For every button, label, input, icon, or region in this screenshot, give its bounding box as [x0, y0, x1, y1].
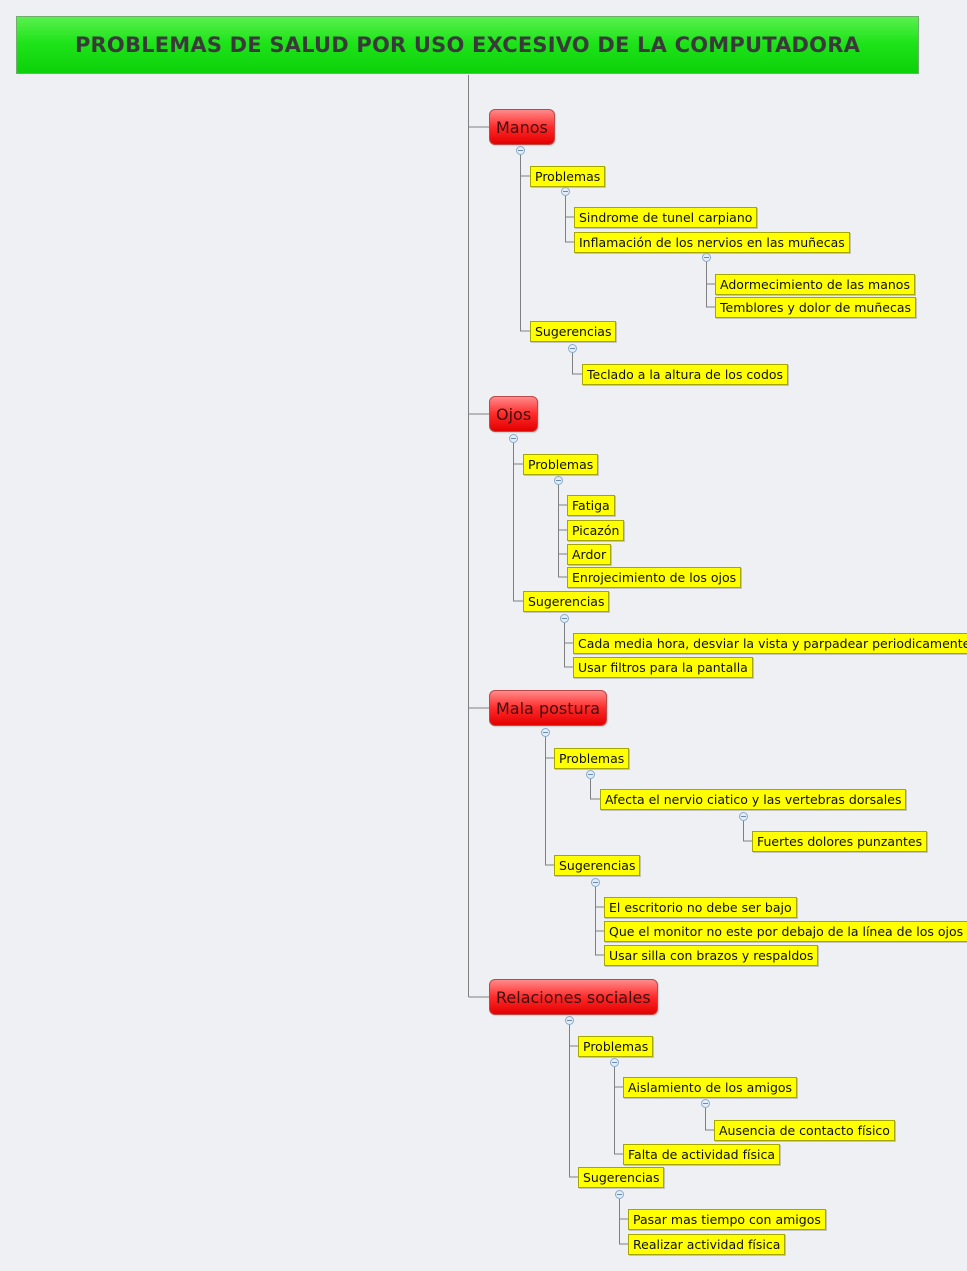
node-relaciones-sugerencias[interactable]: Sugerencias: [578, 1167, 665, 1188]
node-postura-sub-1[interactable]: Fuertes dolores punzantes: [752, 831, 928, 852]
collapse-icon[interactable]: [701, 1099, 710, 1108]
node-label: Inflamación de los nervios en las muñeca…: [579, 235, 845, 250]
collapse-icon[interactable]: [615, 1190, 624, 1199]
node-label: Realizar actividad física: [633, 1237, 781, 1252]
collapse-icon[interactable]: [591, 878, 600, 887]
node-label: Pasar mas tiempo con amigos: [633, 1212, 821, 1227]
node-label: Ausencia de contacto físico: [719, 1123, 890, 1138]
central-topic[interactable]: PROBLEMAS DE SALUD POR USO EXCESIVO DE L…: [16, 16, 919, 74]
node-label: Sugerencias: [528, 594, 605, 609]
collapse-icon[interactable]: [586, 770, 595, 779]
node-label: El escritorio no debe ser bajo: [609, 900, 792, 915]
node-postura-problema-1[interactable]: Afecta el nervio ciatico y las vertebras…: [600, 789, 907, 810]
collapse-icon[interactable]: [541, 728, 550, 737]
node-postura-sugerencia-3[interactable]: Usar silla con brazos y respaldos: [604, 945, 819, 966]
node-manos-sub-2[interactable]: Temblores y dolor de muñecas: [715, 297, 917, 318]
topic-label: Manos: [496, 117, 548, 137]
collapse-icon[interactable]: [516, 146, 525, 155]
collapse-icon[interactable]: [561, 187, 570, 196]
collapse-icon[interactable]: [702, 253, 711, 262]
node-label: Aislamiento de los amigos: [628, 1080, 793, 1095]
node-label: Sugerencias: [535, 324, 612, 339]
node-relaciones-problema-1[interactable]: Aislamiento de los amigos: [623, 1077, 798, 1098]
node-ojos-problema-1[interactable]: Fatiga: [567, 495, 615, 516]
node-ojos-problemas[interactable]: Problemas: [523, 454, 599, 475]
node-ojos-problema-2[interactable]: Picazón: [567, 520, 625, 541]
collapse-icon[interactable]: [509, 434, 518, 443]
node-label: Cada media hora, desviar la vista y parp…: [578, 636, 967, 651]
collapse-icon[interactable]: [565, 1016, 574, 1025]
topic-mala-postura[interactable]: Mala postura: [489, 690, 608, 726]
node-manos-problema-2[interactable]: Inflamación de los nervios en las muñeca…: [574, 232, 850, 253]
node-relaciones-sugerencia-2[interactable]: Realizar actividad física: [628, 1234, 786, 1255]
node-label: Falta de actividad física: [628, 1147, 775, 1162]
topic-ojos[interactable]: Ojos: [489, 396, 539, 432]
node-label: Problemas: [528, 457, 594, 472]
node-relaciones-sub-1[interactable]: Ausencia de contacto físico: [714, 1120, 895, 1141]
collapse-icon[interactable]: [610, 1058, 619, 1067]
node-label: Enrojecimiento de los ojos: [572, 570, 737, 585]
node-label: Ardor: [572, 547, 607, 562]
node-label: Sugerencias: [583, 1170, 660, 1185]
central-topic-label: PROBLEMAS DE SALUD POR USO EXCESIVO DE L…: [74, 33, 861, 57]
collapse-icon[interactable]: [560, 614, 569, 623]
node-label: Afecta el nervio ciatico y las vertebras…: [605, 792, 902, 807]
node-manos-problema-1[interactable]: Sindrome de tunel carpiano: [574, 207, 758, 228]
node-label: Sindrome de tunel carpiano: [579, 210, 753, 225]
topic-relaciones-sociales[interactable]: Relaciones sociales: [489, 979, 658, 1015]
topic-label: Ojos: [496, 404, 532, 424]
node-label: Problemas: [583, 1039, 649, 1054]
node-label: Fuertes dolores punzantes: [757, 834, 923, 849]
node-manos-sub-1[interactable]: Adormecimiento de las manos: [715, 274, 915, 295]
node-label: Picazón: [572, 523, 620, 538]
node-postura-sugerencia-2[interactable]: Que el monitor no este por debajo de la …: [604, 921, 967, 942]
node-manos-sugerencia-1[interactable]: Teclado a la altura de los codos: [582, 364, 789, 385]
node-ojos-sugerencia-1[interactable]: Cada media hora, desviar la vista y parp…: [573, 633, 967, 654]
node-label: Usar filtros para la pantalla: [578, 660, 748, 675]
node-ojos-problema-4[interactable]: Enrojecimiento de los ojos: [567, 567, 742, 588]
node-label: Sugerencias: [559, 858, 636, 873]
collapse-icon[interactable]: [554, 476, 563, 485]
node-label: Problemas: [559, 751, 625, 766]
node-relaciones-problemas[interactable]: Problemas: [578, 1036, 654, 1057]
collapse-icon[interactable]: [568, 344, 577, 353]
node-label: Teclado a la altura de los codos: [587, 367, 784, 382]
topic-manos[interactable]: Manos: [489, 109, 555, 145]
node-ojos-problema-3[interactable]: Ardor: [567, 544, 612, 565]
node-label: Fatiga: [572, 498, 610, 513]
topic-label: Mala postura: [496, 698, 601, 718]
node-manos-problemas[interactable]: Problemas: [530, 166, 606, 187]
node-label: Usar silla con brazos y respaldos: [609, 948, 814, 963]
node-postura-sugerencia-1[interactable]: El escritorio no debe ser bajo: [604, 897, 797, 918]
node-ojos-sugerencias[interactable]: Sugerencias: [523, 591, 610, 612]
node-label: Problemas: [535, 169, 601, 184]
collapse-icon[interactable]: [739, 812, 748, 821]
node-manos-sugerencias[interactable]: Sugerencias: [530, 321, 617, 342]
node-ojos-sugerencia-2[interactable]: Usar filtros para la pantalla: [573, 657, 753, 678]
node-label: Temblores y dolor de muñecas: [720, 300, 912, 315]
node-postura-problemas[interactable]: Problemas: [554, 748, 630, 769]
node-label: Que el monitor no este por debajo de la …: [609, 924, 964, 939]
node-relaciones-sugerencia-1[interactable]: Pasar mas tiempo con amigos: [628, 1209, 826, 1230]
node-label: Adormecimiento de las manos: [720, 277, 910, 292]
topic-label: Relaciones sociales: [496, 987, 651, 1007]
node-relaciones-problema-2[interactable]: Falta de actividad física: [623, 1144, 780, 1165]
node-postura-sugerencias[interactable]: Sugerencias: [554, 855, 641, 876]
